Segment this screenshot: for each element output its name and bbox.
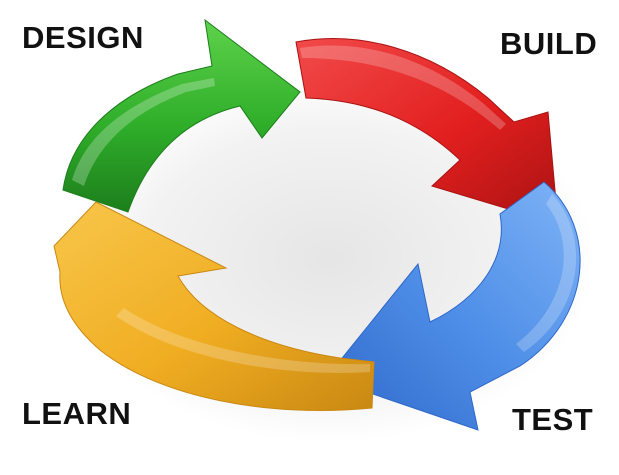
design-label: DESIGN [22, 20, 144, 55]
build-label: BUILD [500, 26, 598, 61]
test-arrow-body [325, 181, 581, 431]
build-arrow-highlight [300, 45, 506, 130]
build-arrow-body [295, 38, 559, 225]
learn-label: LEARN [22, 396, 132, 431]
test-label: TEST [512, 402, 594, 437]
learn-arrow-highlight [116, 308, 370, 373]
test-arrow-highlight [516, 194, 577, 352]
design-arrow [62, 18, 301, 213]
design-arrow-highlight [72, 78, 215, 186]
test-arrow [325, 181, 581, 431]
design-arrow-body [62, 18, 301, 213]
learn-arrow [53, 201, 375, 412]
learn-arrow-body [53, 201, 375, 412]
build-arrow [295, 38, 559, 225]
